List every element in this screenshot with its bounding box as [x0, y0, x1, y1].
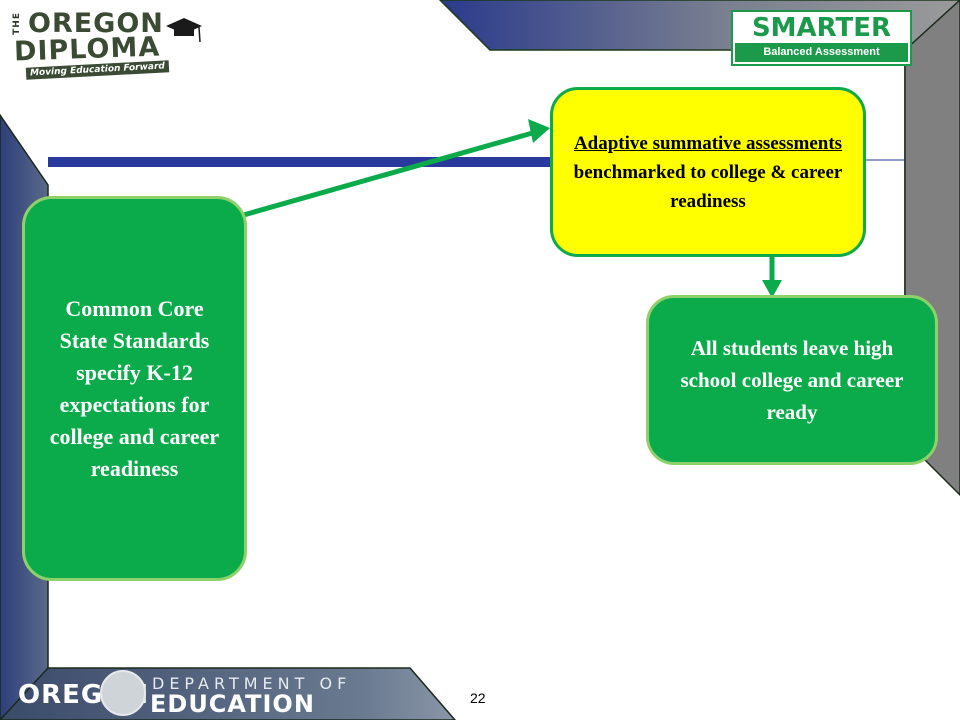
ode-logo-department: DEPARTMENT OF: [152, 674, 352, 693]
adaptive-box-rest: benchmarked to college & career readines…: [573, 161, 843, 212]
page-number: 22: [470, 690, 486, 706]
graduation-cap-icon: [166, 18, 202, 43]
adaptive-box-text: Adaptive summative assessments benchmark…: [569, 129, 847, 216]
smarter-subtitle: Balanced Assessment Consortium: [735, 43, 908, 77]
logo-oregon: OREGON: [28, 8, 164, 39]
smarter-balanced-logo: SMARTER Balanced Assessment Consortium: [731, 10, 912, 77]
horizontal-rule: [48, 157, 568, 167]
logo-the: THE: [12, 12, 22, 35]
ccss-box-text: Common Core State Standards specify K-12…: [49, 295, 220, 481]
ccss-box: Common Core State Standards specify K-12…: [22, 196, 247, 581]
oregon-seal-icon: [100, 670, 146, 716]
arrow-adaptive-to-students-head: [762, 280, 782, 298]
arrow-ccss-to-adaptive-shaft: [239, 129, 537, 219]
adaptive-box-underlined: Adaptive summative assessments: [573, 132, 843, 154]
students-box-text: All students leave high school college a…: [680, 336, 904, 424]
smarter-title: SMARTER: [751, 13, 892, 43]
students-ready-box: All students leave high school college a…: [646, 295, 938, 465]
arrow-ccss-to-adaptive-head: [528, 119, 550, 143]
adaptive-assessments-box: Adaptive summative assessments benchmark…: [550, 87, 866, 257]
ode-logo-education: EDUCATION: [150, 690, 315, 718]
oregon-diploma-logo: THE OREGON DIPLOMA Moving Education Forw…: [8, 6, 202, 88]
